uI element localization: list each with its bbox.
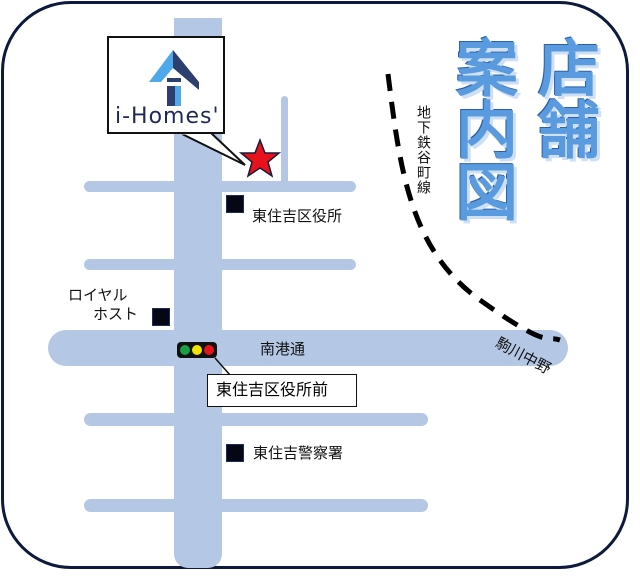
building-icon-police bbox=[226, 444, 244, 462]
street-3 bbox=[84, 413, 428, 426]
traffic-light-label: 東住吉区役所前 bbox=[207, 374, 357, 407]
building-icon-ward-office bbox=[226, 195, 244, 213]
subway-line-label: 地下鉄谷町線 bbox=[415, 105, 431, 195]
landmark-royal-host-line2: ホスト bbox=[93, 305, 139, 323]
traffic-light-icon bbox=[177, 342, 217, 358]
map-frame bbox=[1, 1, 629, 569]
landmark-ward-office: 東住吉区役所 bbox=[252, 207, 343, 225]
title-col-left: 案内図 bbox=[445, 36, 518, 222]
landmark-police: 東住吉警察署 bbox=[253, 444, 344, 462]
title-col-right: 店舗 bbox=[527, 36, 600, 160]
red-star-icon[interactable] bbox=[239, 138, 281, 180]
street-2 bbox=[84, 259, 356, 270]
logo-balloon: i-Homes' bbox=[107, 36, 225, 134]
brand-name: i-Homes' bbox=[115, 104, 220, 129]
road-label-nankodori: 南港通 bbox=[260, 340, 306, 358]
house-roof-i-icon bbox=[149, 50, 199, 106]
main-horizontal-road bbox=[48, 330, 568, 366]
street-4 bbox=[84, 499, 428, 512]
landmark-royal-host-line1: ロイヤル bbox=[68, 286, 128, 304]
side-vertical-road bbox=[281, 96, 288, 186]
street-1 bbox=[84, 181, 356, 192]
building-icon-royal-host bbox=[152, 308, 170, 326]
